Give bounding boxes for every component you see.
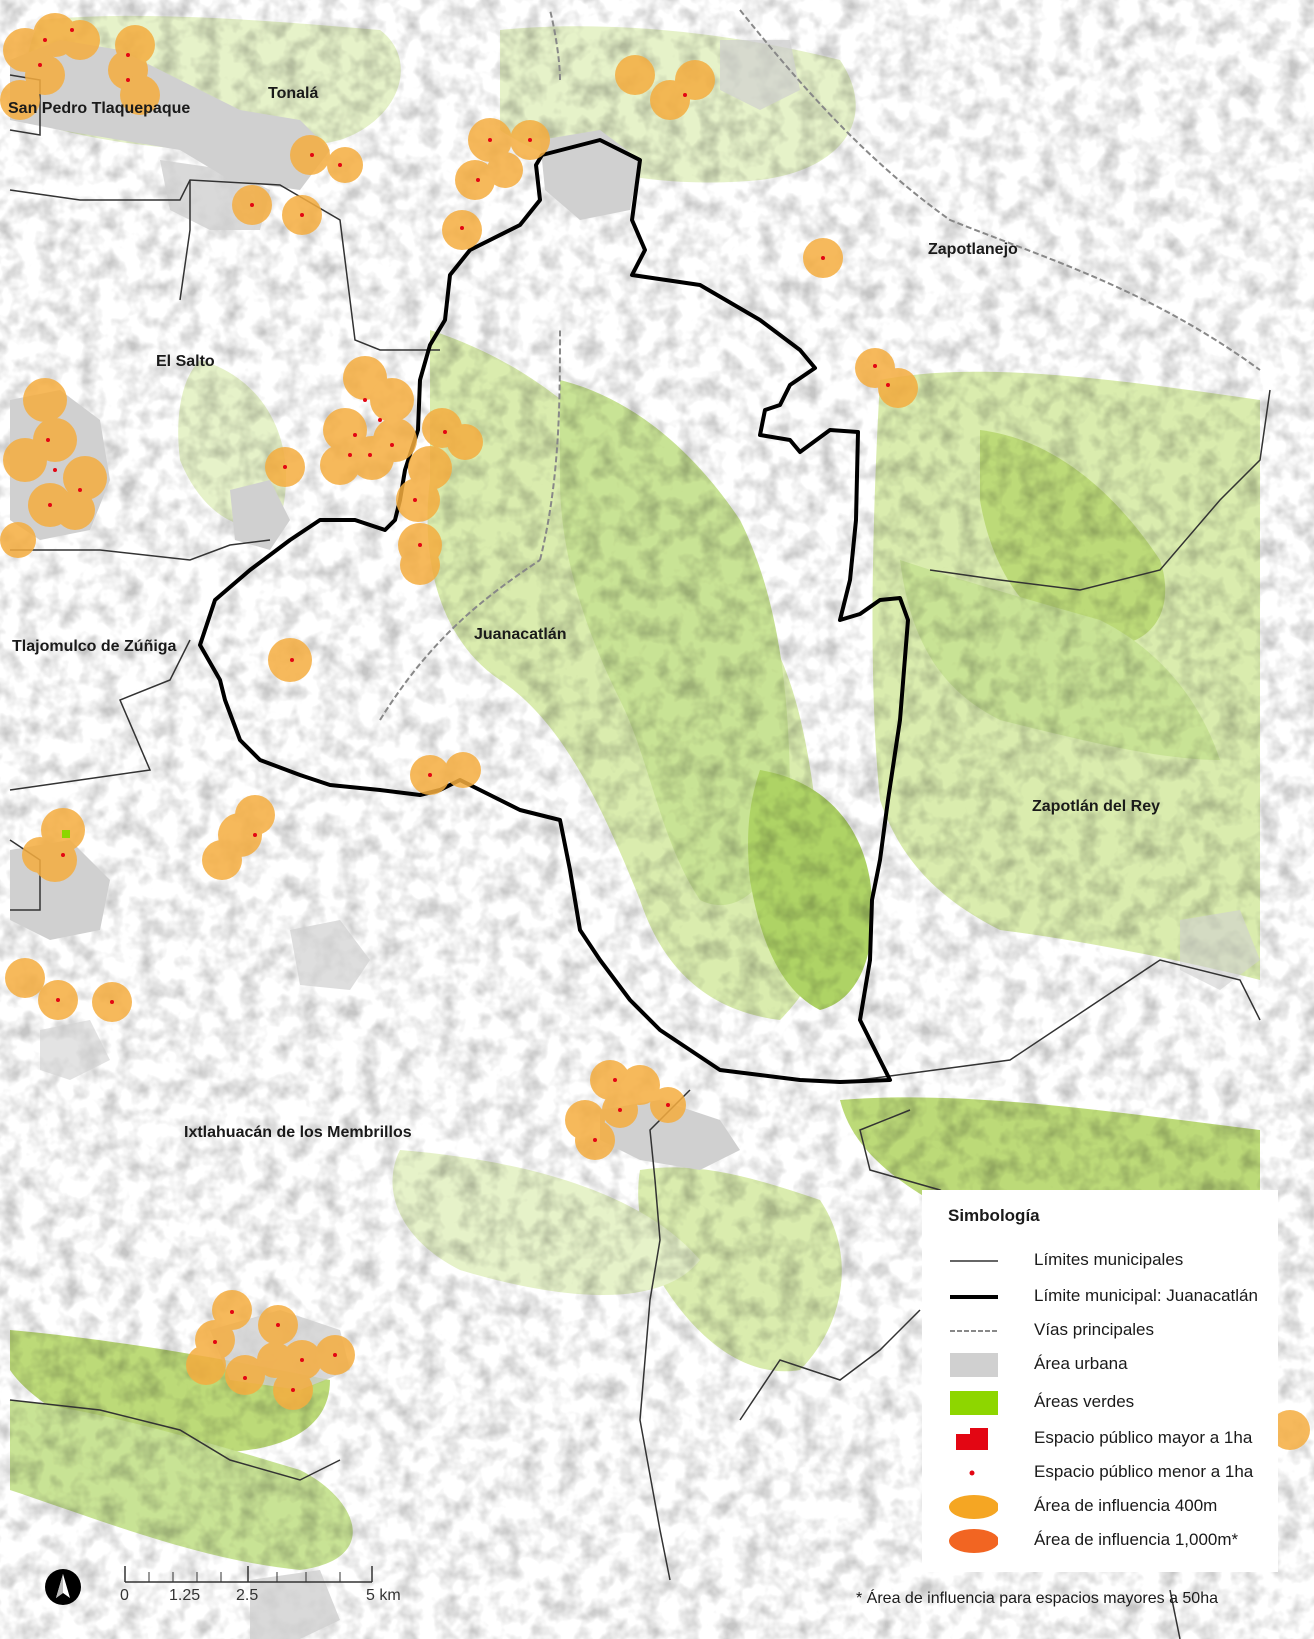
legend-item-public-large: Espacio público mayor a 1ha xyxy=(948,1424,1278,1454)
label-tlajomulco: Tlajomulco de Zúñiga xyxy=(12,638,177,655)
legend-item-influence-400: Área de influencia 400m xyxy=(948,1492,1278,1522)
scale-label-5km: 5 km xyxy=(366,1587,401,1604)
legend-item-public-small: Espacio público menor a 1ha xyxy=(948,1458,1278,1488)
north-arrow-icon xyxy=(45,1569,81,1605)
legend-item-main-roads: Vías principales xyxy=(948,1316,1278,1346)
red-dot-icon xyxy=(969,1470,975,1476)
thin-line-icon xyxy=(950,1260,998,1262)
main-roads-layer xyxy=(379,9,1261,721)
legend-item-urban: Área urbana xyxy=(948,1350,1278,1380)
scale-label-1-25: 1.25 xyxy=(169,1587,201,1604)
label-ixtlahuacan: Ixtlahuacán de los Membrillos xyxy=(184,1124,412,1141)
legend-item-municipal-limits: Límites municipales xyxy=(948,1246,1278,1276)
thick-line-icon xyxy=(950,1295,998,1299)
green-patch-icon xyxy=(950,1391,998,1415)
juanacatlan-boundary xyxy=(198,138,910,1084)
public-space-points-layer xyxy=(38,28,890,1392)
dashed-line-icon xyxy=(950,1330,998,1332)
label-tlaquepaque: San Pedro Tlaquepaque xyxy=(8,100,191,117)
label-zapotlanejo: Zapotlanejo xyxy=(928,241,1018,258)
label-el-salto: El Salto xyxy=(156,353,215,370)
legend-footnote: * Área de influencia para espacios mayor… xyxy=(856,1590,1218,1607)
label-tonala: Tonalá xyxy=(268,85,319,102)
legend-item-juanacatlan-limit: Límite municipal: Juanacatlán xyxy=(948,1282,1278,1312)
legend-item-green: Áreas verdes xyxy=(948,1388,1278,1418)
scale-label-0: 0 xyxy=(120,1587,129,1604)
label-zapotlan-del-rey: Zapotlán del Rey xyxy=(1032,798,1161,815)
label-juanacatlan: Juanacatlán xyxy=(474,626,567,643)
red-square-icon xyxy=(956,1428,988,1450)
scale-bar-graphic xyxy=(124,1566,373,1583)
legend-item-influence-1000: Área de influencia 1,000m* xyxy=(948,1526,1278,1556)
scale-bar: 0 1.25 2.5 5 km xyxy=(40,1550,440,1620)
legend-title: Simbología xyxy=(948,1206,1040,1225)
legend-panel: Simbología Límites municipales Límite mu… xyxy=(922,1190,1278,1572)
green-areas-layer xyxy=(62,830,70,838)
orange-ellipse-icon xyxy=(949,1495,998,1519)
scale-label-2-5: 2.5 xyxy=(236,1587,259,1604)
darkorange-ellipse-icon xyxy=(949,1529,998,1553)
municipal-limits-layer xyxy=(9,74,1271,1639)
urban-patch-icon xyxy=(950,1353,998,1377)
